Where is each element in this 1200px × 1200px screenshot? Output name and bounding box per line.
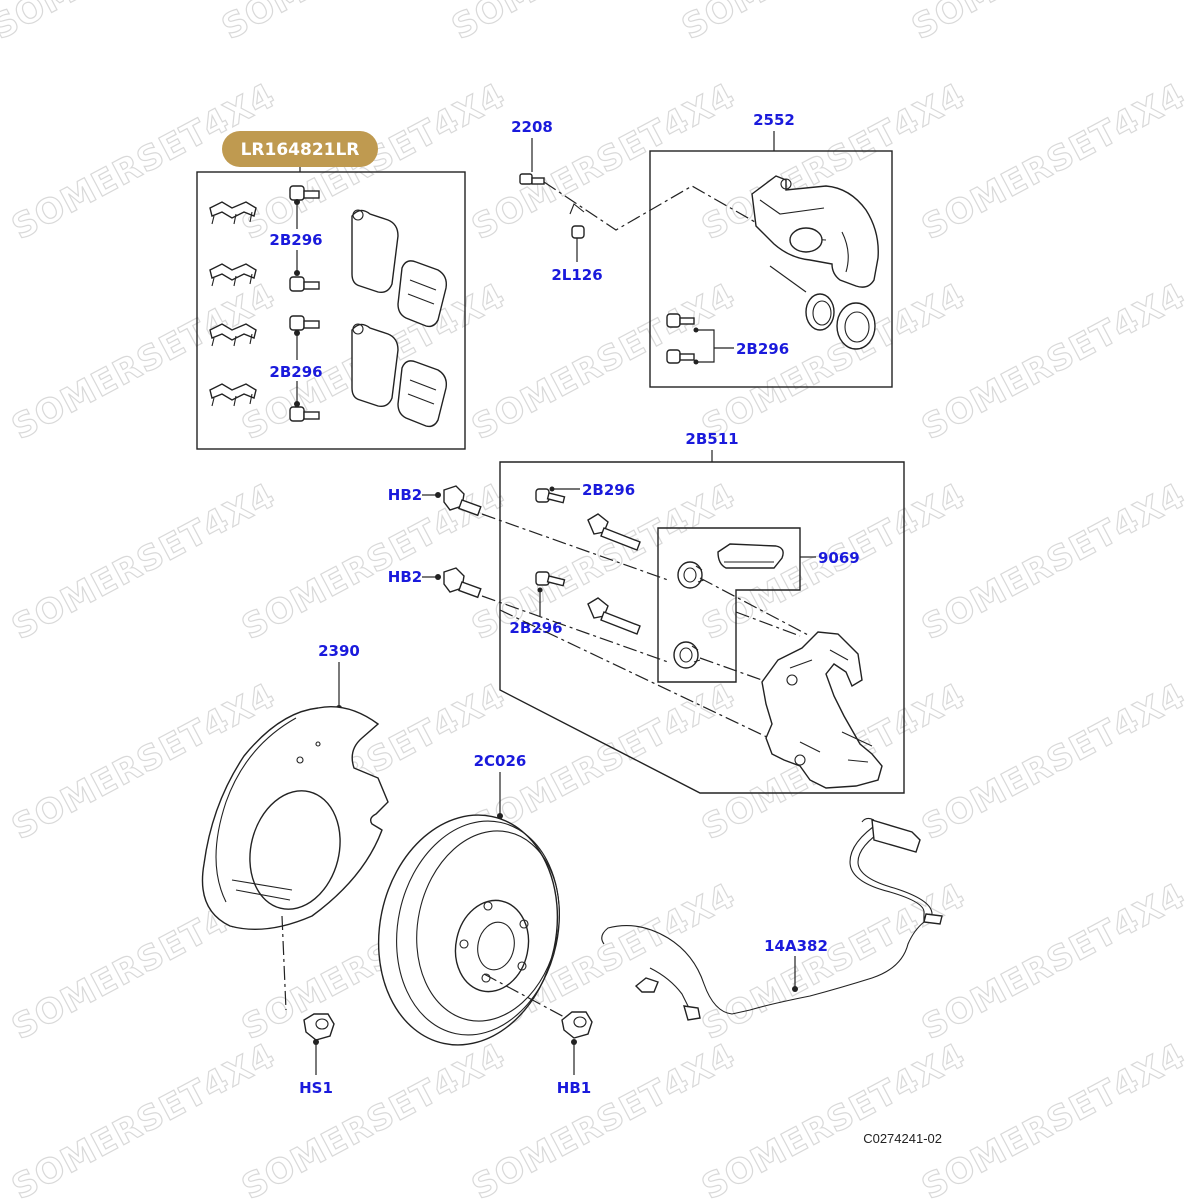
brake-pad-lower[interactable] <box>351 323 448 428</box>
bleed-group: 2208 2L126 <box>511 118 763 284</box>
callout-dust-shield[interactable]: 2390 <box>318 642 360 660</box>
pad-kit-group: LR164821LR <box>196 131 466 450</box>
pad-kit-frame <box>196 171 466 450</box>
callout-hb2-lower[interactable]: HB2 <box>388 568 422 586</box>
caliper-bolt[interactable] <box>666 349 695 364</box>
anti-rattle-clip[interactable] <box>209 263 257 287</box>
caliper-carrier-bracket[interactable] <box>761 631 883 789</box>
grease-kit-frame <box>657 527 801 683</box>
callout-carrier-bolt-lower[interactable]: 2B296 <box>509 619 562 637</box>
brake-wear-sensor[interactable] <box>601 817 943 1021</box>
brake-pad-upper[interactable] <box>351 209 448 328</box>
callout-pad-bolt-lower[interactable]: 2B296 <box>269 363 322 381</box>
dust-shield[interactable] <box>201 706 389 930</box>
bleed-screw[interactable] <box>519 173 545 185</box>
grease-sachet[interactable] <box>717 543 784 569</box>
carrier-frame <box>499 461 905 794</box>
guide-pin-bolt[interactable] <box>535 571 566 587</box>
carrier-bolt-hb2[interactable] <box>443 567 482 599</box>
anti-rattle-clip[interactable] <box>209 323 257 347</box>
anti-rattle-clip[interactable] <box>209 383 257 407</box>
diagram-reference-code: C0274241-02 <box>863 1131 942 1146</box>
guide-pin-boot[interactable] <box>673 641 701 669</box>
pad-bolt[interactable] <box>289 185 320 201</box>
callout-bleed-screw[interactable]: 2208 <box>511 118 553 136</box>
disc-screw[interactable] <box>561 1011 593 1039</box>
brake-caliper[interactable] <box>751 175 879 288</box>
piston[interactable] <box>836 302 876 350</box>
shield-screw[interactable] <box>303 1013 335 1041</box>
guide-pin-bolt[interactable] <box>535 488 566 504</box>
caliper-bolt[interactable] <box>666 313 695 328</box>
callout-shield-screw[interactable]: HS1 <box>299 1079 333 1097</box>
wear-sensor-group: 14A382 <box>601 817 943 1021</box>
callout-wear-sensor[interactable]: 14A382 <box>764 937 828 955</box>
pad-bolt[interactable] <box>289 315 320 331</box>
callout-disc-screw[interactable]: HB1 <box>557 1079 591 1097</box>
brake-disc[interactable] <box>358 798 579 1062</box>
callout-hb2-upper[interactable]: HB2 <box>388 486 422 504</box>
anti-rattle-clip[interactable] <box>209 201 257 225</box>
brake-disc-group: 2C026 HB1 <box>358 752 593 1097</box>
kit-badge[interactable] <box>222 131 378 167</box>
pad-bolt[interactable] <box>289 276 320 292</box>
callout-carrier-bolt-upper[interactable]: 2B296 <box>582 481 635 499</box>
carrier-bolt-hb2[interactable] <box>443 485 482 517</box>
callout-grease-kit[interactable]: 9069 <box>818 549 860 567</box>
callout-carrier[interactable]: 2B511 <box>685 430 738 448</box>
caliper-group: 2552 2B296 <box>649 111 893 388</box>
bleed-cap[interactable] <box>569 203 585 239</box>
guide-pin[interactable] <box>587 597 641 635</box>
callout-caliper-bolts[interactable]: 2B296 <box>736 340 789 358</box>
piston-seal[interactable] <box>805 293 835 331</box>
watermark: SOMERSET4X4 <box>905 0 1182 48</box>
callout-brake-disc[interactable]: 2C026 <box>474 752 527 770</box>
callout-pad-bolt-upper[interactable]: 2B296 <box>269 231 322 249</box>
guide-pin-boot[interactable] <box>677 561 705 589</box>
carrier-group: 2B511 HB2 HB2 2B296 2B296 <box>388 430 905 794</box>
caliper-frame <box>649 150 893 388</box>
callout-bleed-cap[interactable]: 2L126 <box>551 266 602 284</box>
dust-shield-group: 2390 HS1 <box>201 642 389 1097</box>
callout-caliper[interactable]: 2552 <box>753 111 795 129</box>
guide-pin[interactable] <box>587 513 641 551</box>
kit-badge-label: LR164821LR <box>241 140 360 160</box>
